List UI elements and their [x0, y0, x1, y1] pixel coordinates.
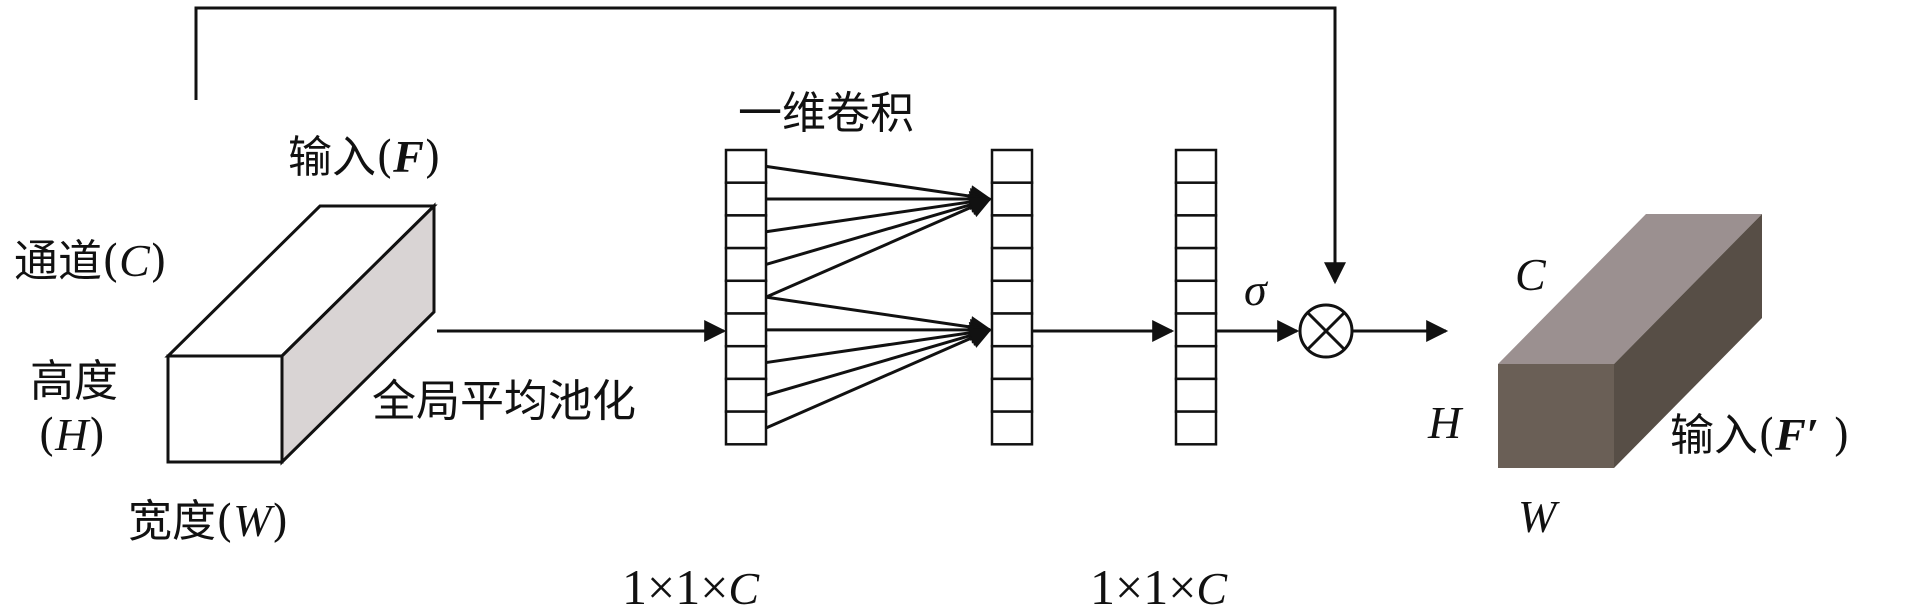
conv1d-connection-line [765, 164, 993, 208]
vector-cell [724, 181, 768, 217]
vector-cell [990, 214, 1034, 250]
conv1d-label: 一维卷积 [738, 88, 914, 139]
conv1d-connection-line [765, 191, 993, 234]
input-label: 输入(F) [288, 131, 441, 183]
pooled-vector [724, 148, 768, 446]
skip-connection-line [194, 6, 1346, 285]
sigma-label: σ [1244, 264, 1269, 315]
vector-cell [724, 344, 768, 381]
gap-label: 全局平均池化 [372, 376, 636, 427]
output-w-label: W [1518, 491, 1560, 542]
conv1d-connection-line [765, 324, 993, 397]
vector-cell [724, 246, 768, 283]
vector-cell [990, 312, 1034, 348]
vector-cell [1174, 410, 1218, 446]
width-label: 宽度(W) [128, 495, 289, 547]
conv1d-connection-line [765, 196, 993, 299]
height-label-line2: (H) [38, 409, 106, 461]
output-cuboid-side [1614, 214, 1762, 468]
conv1d-connection-line [765, 321, 993, 365]
output-c-label: C [1515, 249, 1547, 300]
vector-cell [990, 410, 1034, 446]
vector-cell [990, 246, 1034, 283]
conv1d-connections [765, 164, 993, 430]
vector-cell [1174, 214, 1218, 250]
vector-cell [724, 279, 768, 315]
vector-cell [724, 312, 768, 348]
vector-cell [990, 344, 1034, 381]
output-cuboid-top [1498, 214, 1762, 364]
conv-output-vector [990, 148, 1034, 446]
vector-cell [1174, 312, 1218, 348]
vector-cell [724, 148, 768, 184]
height-label-line1: 高度 [30, 356, 118, 407]
input-cuboid-front [166, 354, 284, 464]
output-label: 输入(F′ ) [1670, 409, 1850, 461]
conv1d-connection-line [765, 194, 993, 266]
vector-cell [724, 410, 768, 446]
output-feature-cuboid [1498, 214, 1762, 468]
vector-cell [724, 377, 768, 413]
multiply-icon [1298, 303, 1354, 359]
vector-cell [1174, 246, 1218, 283]
channel-label: 通道(C) [14, 235, 167, 287]
sigmoid-weight-vector [1174, 148, 1218, 446]
vector-cell [1174, 344, 1218, 381]
conv1d-connection-line [765, 295, 993, 338]
dim-label-weights: 1×1×C [1090, 559, 1228, 614]
input-feature-cuboid [164, 202, 438, 466]
vector-cell [990, 279, 1034, 315]
vector-cell [1174, 181, 1218, 217]
vector-cell [1174, 148, 1218, 184]
vector-cell [1174, 377, 1218, 413]
output-h-label: H [1427, 397, 1464, 448]
vector-cell [724, 214, 768, 250]
vector-cell [990, 377, 1034, 413]
vector-cell [990, 181, 1034, 217]
vector-cell [990, 148, 1034, 184]
conv1d-connection-line [765, 327, 993, 430]
dim-label-pooled: 1×1×C [622, 559, 760, 614]
vector-cell [1174, 279, 1218, 315]
output-cuboid-front [1498, 364, 1614, 468]
